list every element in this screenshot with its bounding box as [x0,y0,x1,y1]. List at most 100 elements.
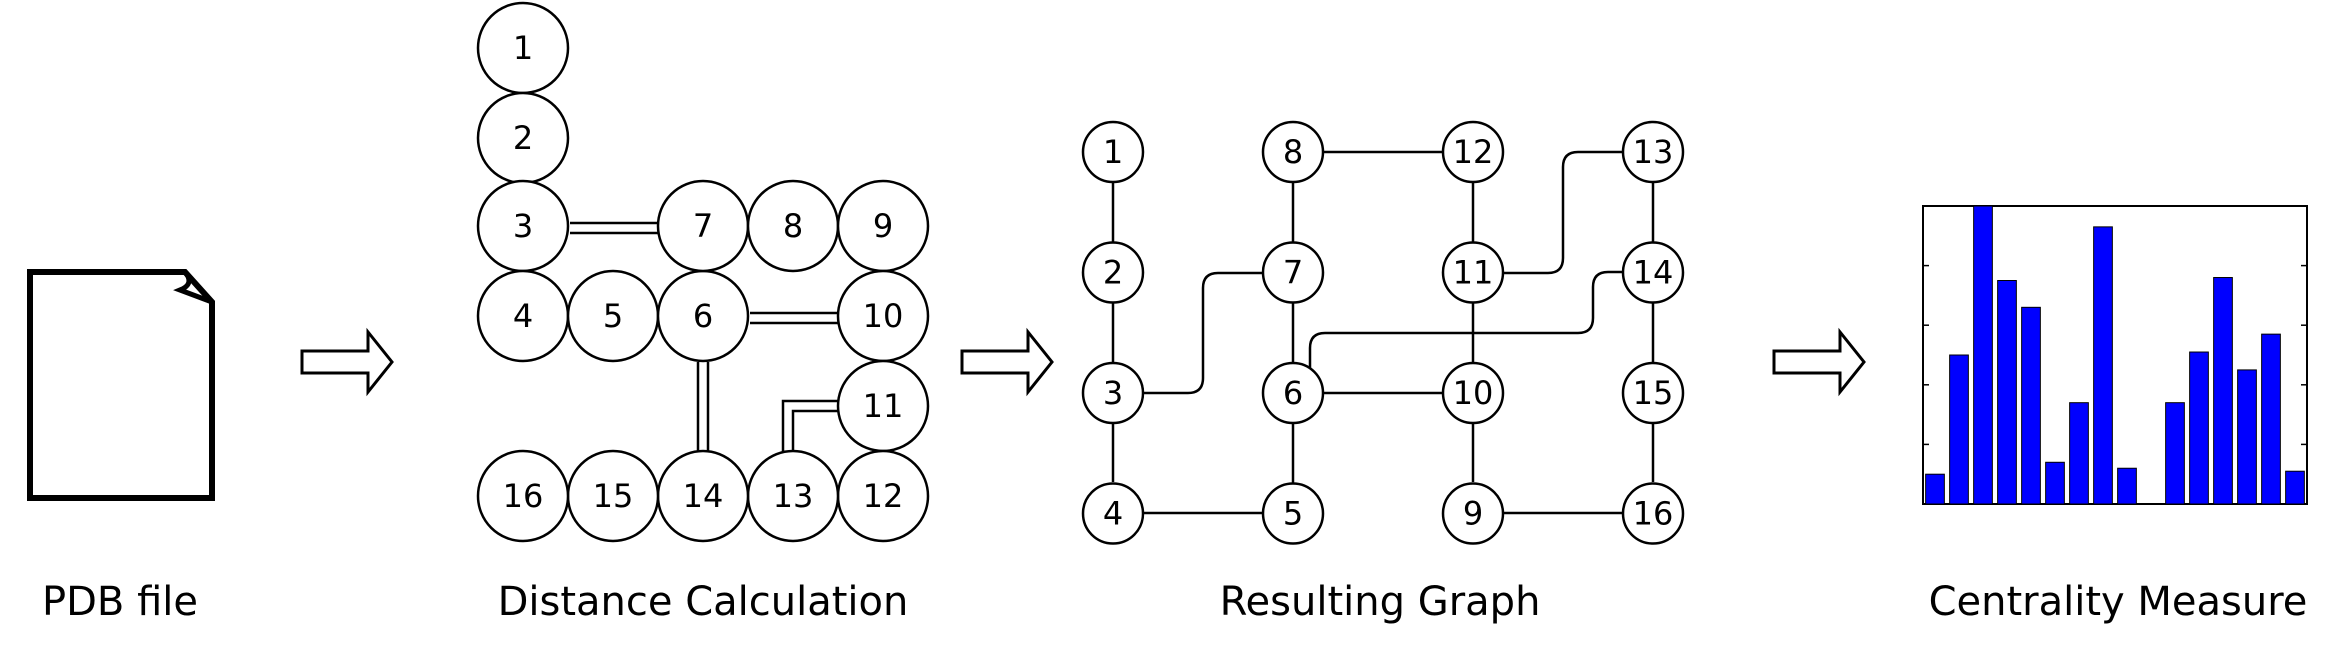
graph-node-2-label: 2 [1103,254,1123,292]
residue-9: 9 [836,179,930,273]
graph-node-6: 6 [1261,361,1325,425]
graph-node-12-label: 12 [1453,133,1494,171]
graph-edges [1111,150,1655,515]
graph-node-1-circle [1081,120,1145,184]
graph-node-2: 2 [1081,241,1145,304]
graph-node-11: 11 [1441,241,1505,304]
graph-node-10-circle [1441,361,1505,425]
residue-11-label: 11 [863,387,904,425]
residue-7: 7 [656,179,750,273]
graph-node-13-label: 13 [1633,133,1674,171]
graph-node-6-label: 6 [1283,374,1303,412]
residue-3-label: 3 [513,207,533,245]
residue-10: 10 [836,269,930,363]
bar-16 [2285,470,2305,505]
graph-node-15-circle [1621,361,1685,425]
graph-node-5-label: 5 [1283,495,1303,533]
graph-node-4-label: 4 [1103,495,1123,533]
bar-3 [1973,205,1993,505]
contact-3-7 [570,221,663,235]
graph-node-8-circle [1261,120,1325,184]
graph-node-9-circle [1441,482,1505,545]
centrality-chart [1922,205,2308,505]
graph-node-7-label: 7 [1283,254,1303,292]
graph-node-14-circle [1621,241,1685,304]
graph-node-11-label: 11 [1453,254,1494,292]
bar-2 [1949,354,1969,505]
bar-6 [2045,461,2065,505]
graph-node-1: 1 [1081,120,1145,184]
bar-15 [2261,333,2281,505]
bar-11 [2165,402,2185,505]
residue-2: 2 [476,91,570,185]
graph-node-16: 16 [1621,482,1685,545]
bar-1 [1925,473,1945,505]
bar-7 [2069,402,2089,505]
residue-2-label: 2 [513,119,533,157]
residue-13-label: 13 [773,477,814,515]
residue-14-label: 14 [683,477,724,515]
residue-5: 5 [566,269,660,363]
graph-node-7: 7 [1261,241,1325,304]
residue-16-circle [476,449,570,543]
graph-node-8-label: 8 [1283,133,1303,171]
graph-node-3: 3 [1081,361,1145,425]
arrow-right-icon [960,327,1054,397]
graph-node-5-circle [1261,482,1325,545]
residue-14: 14 [656,449,750,543]
bar-9 [2117,467,2137,505]
graph-node-11-circle [1441,241,1505,304]
graph-node-8: 8 [1261,120,1325,184]
residue-15-label: 15 [593,477,634,515]
residue-16-label: 16 [503,477,544,515]
residue-9-label: 9 [873,207,893,245]
bar-12 [2189,351,2209,505]
caption-centrality-measure: Centrality Measure [1928,579,2308,625]
residue-5-label: 5 [603,297,623,335]
bar-4 [1997,280,2017,505]
graph-node-13-circle [1621,120,1685,184]
graph-node-7-circle [1261,241,1325,304]
caption-resulting-graph: Resulting Graph [1219,579,1541,625]
caption-distance-calculation: Distance Calculation [497,579,909,625]
residue-4-label: 4 [513,297,533,335]
graph-node-2-circle [1081,241,1145,304]
residue-6: 6 [656,269,750,363]
graph-node-15-label: 15 [1633,374,1674,412]
residue-3: 3 [476,179,570,273]
residue-8: 8 [746,179,840,273]
residue-10-label: 10 [863,297,904,335]
chart-bars [1925,205,2305,505]
distance-contacts [570,221,844,453]
bar-14 [2237,369,2257,505]
graph-node-13: 13 [1621,120,1685,184]
caption-pdb-file: PDB file [42,579,198,625]
residue-15: 15 [566,449,660,543]
graph-node-10-label: 10 [1453,374,1494,412]
graph-node-5: 5 [1261,482,1325,545]
residue-12-label: 12 [863,477,904,515]
edge-3-7 [1143,271,1263,395]
edge-11-13 [1503,150,1623,275]
graph-node-6-circle [1261,361,1325,425]
residue-8-label: 8 [783,207,803,245]
graph-node-16-label: 16 [1633,495,1674,533]
graph-node-14-label: 14 [1633,254,1674,292]
pdb-file-icon [27,269,215,501]
contact-6-10 [750,311,843,325]
bar-8 [2093,226,2113,505]
graph-node-4-circle [1081,482,1145,545]
residue-13: 13 [746,449,840,543]
residue-16: 16 [476,449,570,543]
arrow-right-icon [1772,327,1866,397]
residue-1-label: 1 [513,29,533,67]
graph-node-14: 14 [1621,241,1685,304]
chart-ticks [1923,264,2307,446]
bar-5 [2021,306,2041,505]
graph-node-15: 15 [1621,361,1685,425]
bar-13 [2213,277,2233,505]
graph-node-1-label: 1 [1103,133,1123,171]
